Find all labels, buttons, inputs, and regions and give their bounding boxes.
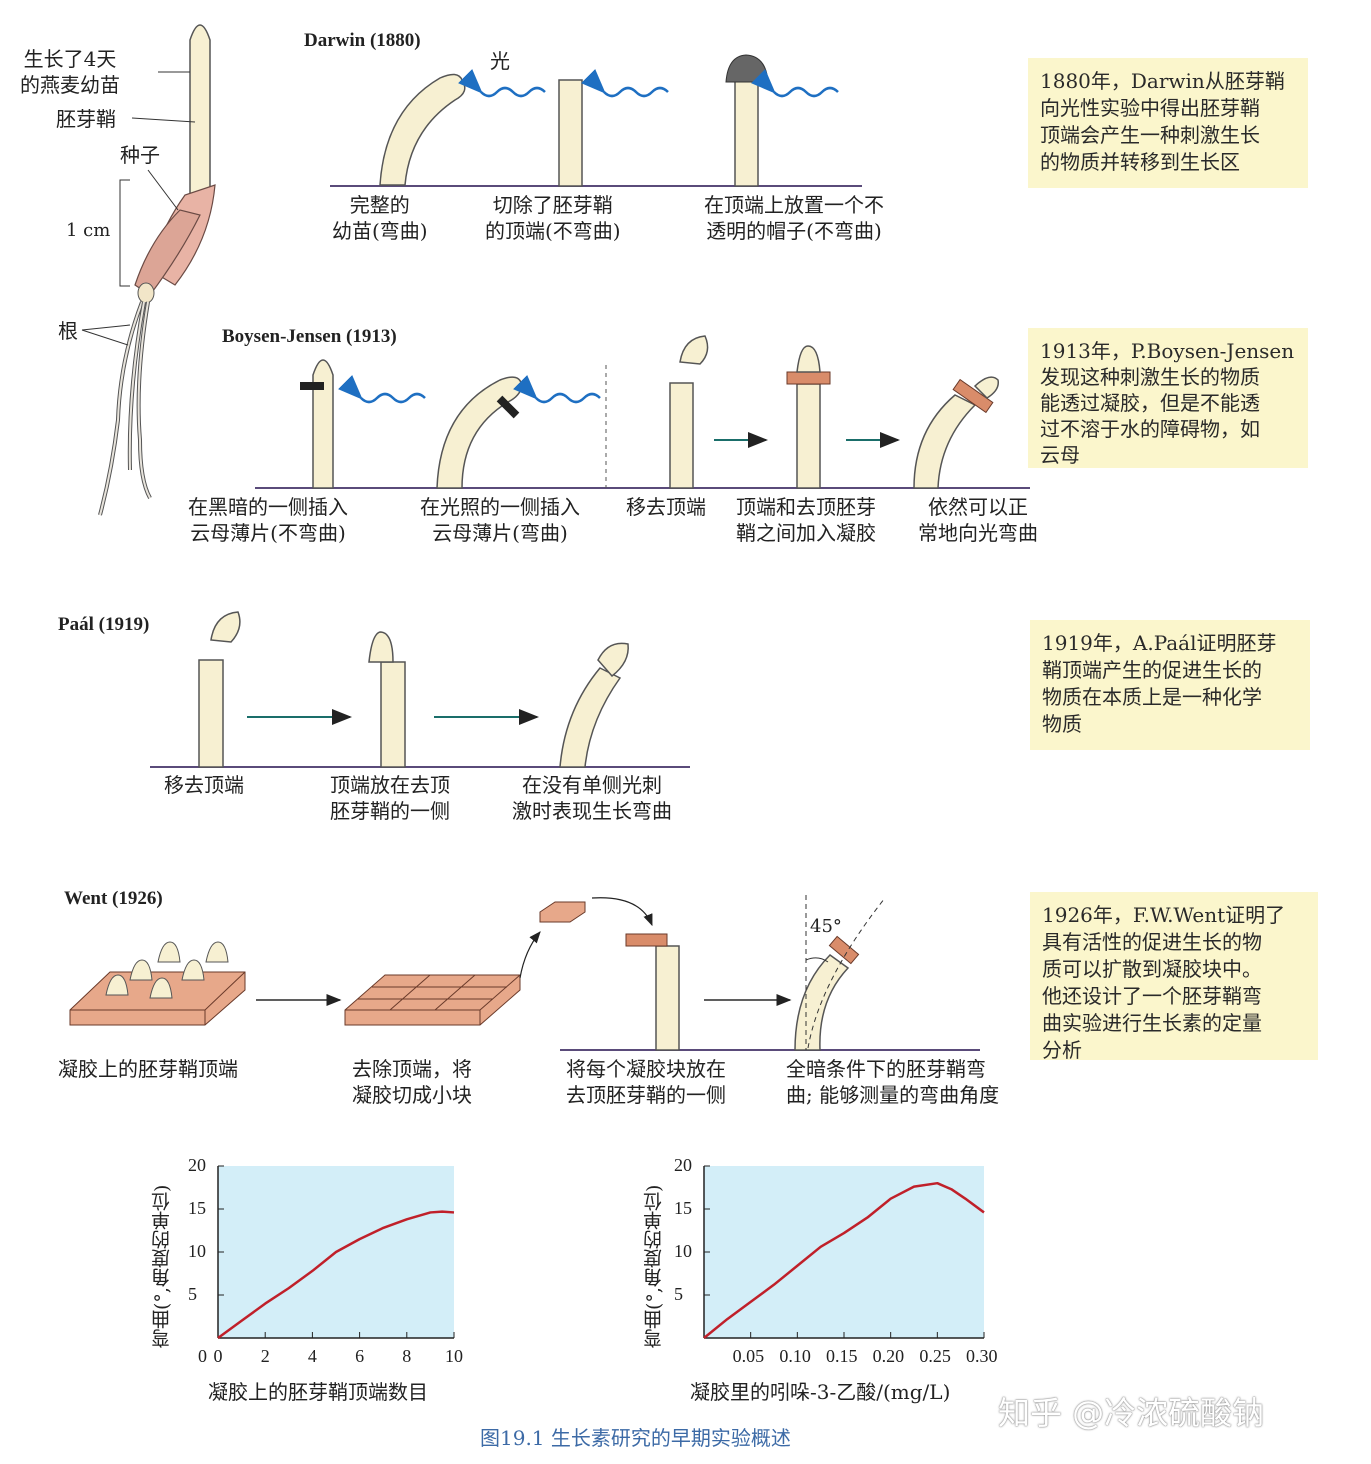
seedling-illustration: [81, 24, 216, 516]
boysen-label-5: 依然可以正 常地向光弯曲: [918, 495, 1038, 545]
chart-1: [217, 1165, 455, 1340]
boysen-label-2: 在光照的一侧插入 云母薄片(弯曲): [420, 495, 580, 545]
chart1-xlabel: 凝胶上的胚芽鞘顶端数目: [208, 1380, 428, 1404]
went-label-3: 将每个凝胶块放在 去顶胚芽鞘的一侧: [566, 1057, 726, 1107]
figure-caption: 图19.1 生长素研究的早期实验概述: [480, 1426, 791, 1450]
light-label: 光: [490, 49, 510, 73]
chart-x-tick-label: 0.20: [872, 1346, 905, 1366]
paal-label-3: 在没有单侧光刺 激时表现生长弯曲: [512, 773, 672, 823]
paal-label-1: 移去顶端: [164, 773, 244, 797]
chart-x-tick-label: 2: [260, 1346, 270, 1366]
went-note: 1926年，F.W.Went证明了具有活性的促进生长的物 质可以扩散到凝胶块中。…: [1030, 892, 1318, 1062]
chart-x-tick-label: 0.15: [826, 1346, 858, 1366]
chart2-xlabel: 凝胶里的吲哚-3-乙酸/(mg/L): [690, 1380, 951, 1404]
chart-series-line: [703, 1181, 985, 1339]
darwin-label-1: 完整的 幼苗(弯曲): [332, 193, 428, 243]
paal-note: 1919年，A.Paál证明胚芽鞘顶端产生的促进生长的 物质在本质上是一种化学物…: [1030, 620, 1310, 750]
scale-label: 1 cm: [66, 220, 111, 241]
darwin-label-2: 切除了胚芽鞘 的顶端(不弯曲): [485, 193, 621, 243]
chart-y-tick-label: 5: [188, 1284, 197, 1304]
chart-y-tick-label: 20: [674, 1155, 692, 1175]
chart-y-tick-label: 10: [188, 1241, 206, 1261]
chart-origin-label: 0: [198, 1346, 207, 1366]
boysen-label-3: 移去顶端: [626, 495, 706, 519]
darwin-label-3: 在顶端上放置一个不 透明的帽子(不弯曲): [704, 193, 884, 243]
chart-x-tick-label: 0: [213, 1346, 223, 1366]
chart-x-tick-label: 0.05: [732, 1346, 765, 1366]
paal-title: Paál (1919): [58, 614, 150, 635]
seed-label: 种子: [120, 143, 160, 167]
chart-x-tick-label: 4: [307, 1346, 317, 1366]
chart-x-tick-label: 0.30: [966, 1346, 998, 1366]
chart-x-tick-label: 0.25: [919, 1346, 951, 1366]
chart-series-line: [217, 1210, 455, 1340]
darwin-title: Darwin (1880): [304, 30, 421, 51]
chart-2: [703, 1165, 985, 1339]
went-label-1: 凝胶上的胚芽鞘顶端: [58, 1057, 238, 1081]
paal-label-2: 顶端放在去顶 胚芽鞘的一侧: [330, 773, 450, 823]
chart-x-tick-label: 8: [402, 1346, 412, 1366]
went-label-2: 去除顶端，将 凝胶切成小块: [352, 1057, 472, 1107]
darwin-figure: [330, 54, 862, 187]
chart-plot-area: [704, 1166, 984, 1338]
chart-y-tick-label: 20: [188, 1155, 206, 1175]
chart2-ylabel: 弯曲(°,角度的单位): [643, 1184, 665, 1348]
chart-y-tick-label: 5: [674, 1284, 683, 1304]
watermark: 知乎 @冷浓硫酸钠: [998, 1394, 1265, 1432]
chart-x-tick-label: 10: [445, 1346, 463, 1366]
went-figure: [69, 895, 980, 1051]
boysen-jensen-figure: [255, 335, 1030, 489]
coleoptile-label: 胚芽鞘: [56, 107, 116, 131]
went-title: Went (1926): [64, 888, 163, 909]
paal-figure: [150, 611, 690, 768]
chart-y-tick-label: 15: [188, 1198, 206, 1218]
went-label-4: 全暗条件下的胚芽鞘弯 曲; 能够测量的弯曲角度: [786, 1057, 1000, 1107]
chart-x-tick-label: 6: [355, 1346, 365, 1366]
root-label: 根: [58, 319, 78, 343]
boysen-label-4: 顶端和去顶胚芽 鞘之间加入凝胶: [736, 495, 876, 545]
darwin-note: 1880年，Darwin从胚芽鞘向光性实验中得出胚芽鞘 顶端会产生一种刺激生长的…: [1028, 58, 1308, 188]
chart-x-tick-label: 0.10: [779, 1346, 811, 1366]
chart1-ylabel: 弯曲(°,角度的单位): [151, 1184, 173, 1348]
seedling-label: 生长了4天 的燕麦幼苗: [20, 47, 120, 97]
chart-y-tick-label: 15: [674, 1198, 692, 1218]
boysen-label-1: 在黑暗的一侧插入 云母薄片(不弯曲): [188, 495, 348, 545]
angle-label: 45°: [810, 916, 842, 937]
chart-y-tick-label: 10: [674, 1241, 692, 1261]
boysen-title: Boysen-Jensen (1913): [222, 326, 397, 347]
